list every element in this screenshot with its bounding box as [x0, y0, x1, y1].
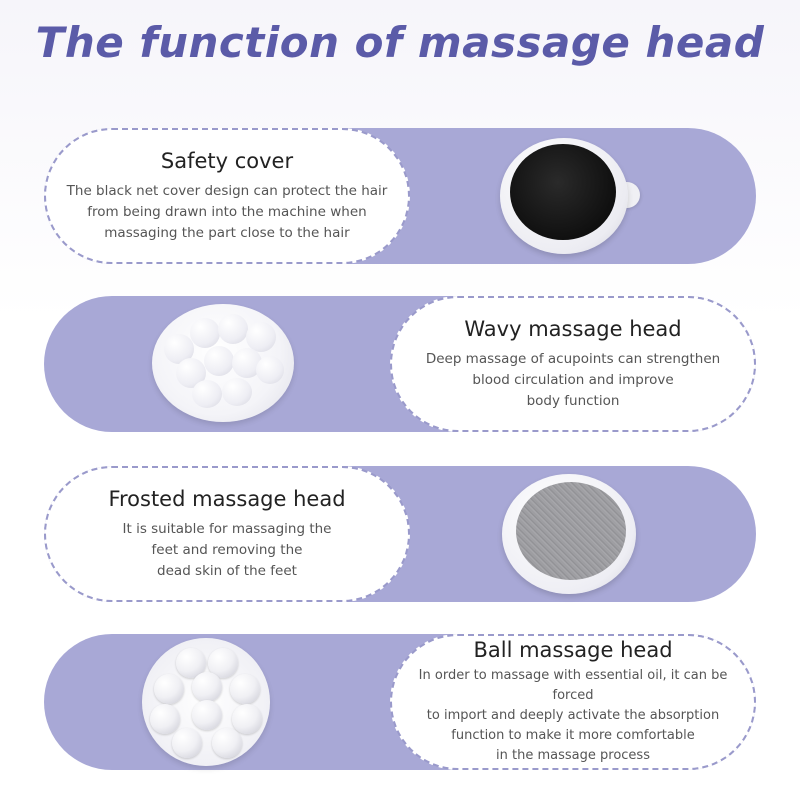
feature-card: Wavy massage head Deep massage of acupoi…: [390, 296, 756, 432]
description-line: from being drawn into the machine when: [87, 203, 367, 220]
description-line: In order to massage with essential oil, …: [418, 668, 728, 703]
description-line: massaging the part close to the hair: [104, 224, 350, 241]
description-line: The black net cover design can protect t…: [66, 182, 388, 199]
feature-description: The black net cover design can protect t…: [67, 181, 388, 244]
description-line: body function: [526, 392, 620, 409]
page-title: The function of massage head: [35, 18, 765, 67]
feature-description: Deep massage of acupoints can strengthen…: [426, 349, 720, 412]
feature-description: In order to massage with essential oil, …: [402, 666, 744, 766]
feature-title: Frosted massage head: [108, 486, 346, 511]
feature-title: Ball massage head: [473, 638, 673, 662]
feature-row-ball-massage-head: Ball massage head In order to massage wi…: [44, 634, 756, 770]
feature-title: Safety cover: [160, 148, 294, 173]
feature-row-safety-cover: Safety cover The black net cover design …: [44, 128, 756, 264]
description-line: blood circulation and improve: [472, 371, 674, 388]
feature-card: Frosted massage head It is suitable for …: [44, 466, 410, 602]
description-line: It is suitable for massaging the: [122, 520, 332, 537]
feature-description: It is suitable for massaging the feet an…: [123, 519, 332, 582]
description-line: in the massage process: [496, 748, 650, 763]
ball-massage-head-image: [142, 638, 270, 766]
feature-card: Ball massage head In order to massage wi…: [390, 634, 756, 770]
description-line: feet and removing the: [151, 541, 303, 558]
feature-card: Safety cover The black net cover design …: [44, 128, 410, 264]
feature-title: Wavy massage head: [464, 316, 682, 341]
description-line: function to make it more comfortable: [451, 728, 695, 743]
safety-cover-image: [500, 138, 640, 254]
feature-row-frosted-massage-head: Frosted massage head It is suitable for …: [44, 466, 756, 602]
description-line: to import and deeply activate the absorp…: [426, 708, 720, 723]
wavy-massage-head-image: [152, 304, 294, 422]
description-line: dead skin of the feet: [157, 562, 297, 579]
frosted-massage-head-image: [502, 474, 638, 594]
description-line: Deep massage of acupoints can strengthen: [425, 350, 721, 367]
feature-row-wavy-massage-head: Wavy massage head Deep massage of acupoi…: [44, 296, 756, 432]
